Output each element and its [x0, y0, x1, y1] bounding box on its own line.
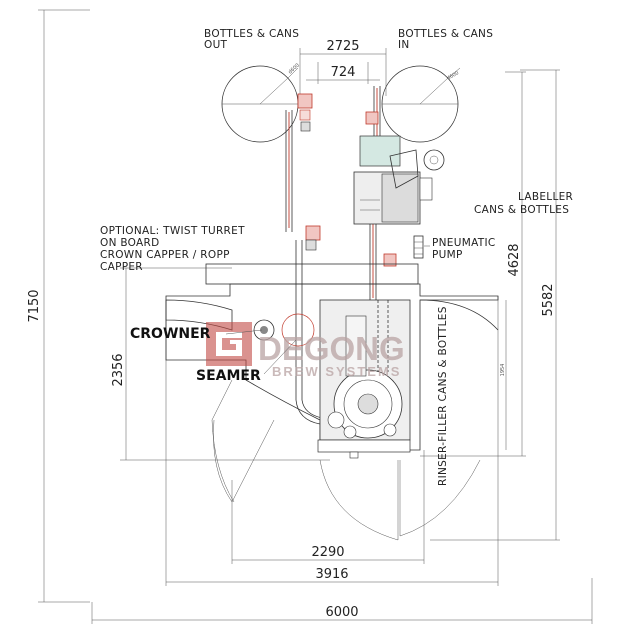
labeller-unit [353, 135, 445, 225]
turntable-in: d600 [381, 65, 461, 143]
label-pneumatic-1: PNEUMATIC [432, 237, 495, 249]
dim-5582: 5582 [541, 283, 556, 316]
dim-6000: 6000 [325, 605, 358, 620]
main-machine [165, 263, 499, 541]
turntable-out-tag: d600 [287, 63, 300, 76]
label-bottles-in-1: BOTTLES & CANS [398, 28, 493, 40]
pneumatic-pump [413, 235, 424, 259]
dim-1954: 1954 [500, 364, 506, 377]
dim-4628: 4628 [507, 243, 522, 276]
dim-724: 724 [331, 65, 356, 80]
dim-7150: 7150 [27, 289, 42, 322]
watermark-sub: BREW SYSTEMS [272, 364, 401, 379]
label-optional-4: CAPPER [100, 261, 143, 273]
label-bottles-out-1: BOTTLES & CANS [204, 28, 299, 40]
label-optional-1: OPTIONAL: TWIST TURRET [100, 225, 245, 237]
label-optional-3: CROWN CAPPER / ROPP [100, 249, 230, 261]
label-bottles-out-2: OUT [204, 39, 228, 51]
drive-units [297, 93, 397, 267]
brand-watermark: DEGONG BREW SYSTEMS [206, 322, 405, 379]
label-labeller-2: CANS & BOTTLES [474, 204, 569, 216]
label-optional-2: ON BOARD [100, 237, 160, 249]
dim-2725: 2725 [326, 39, 359, 54]
dim-2290: 2290 [311, 545, 344, 560]
watermark-logo-block [206, 322, 252, 366]
leader-crowner [225, 329, 263, 335]
watermark-brand: DEGONG [258, 330, 405, 367]
label-labeller-1: LABELLER [518, 191, 573, 203]
dimension-lines [38, 9, 593, 624]
dim-2356: 2356 [111, 353, 126, 386]
label-seamer: SEAMER [196, 368, 261, 384]
leader-seamer [263, 339, 297, 375]
dim-3916: 3916 [315, 567, 348, 582]
label-rinser-filler: RINSER-FILLER CANS & BOTTLES [437, 306, 449, 486]
turntable-in-tag: d600 [446, 70, 460, 82]
label-pneumatic-2: PUMP [432, 249, 463, 261]
label-bottles-in-2: IN [398, 39, 410, 51]
watermark-logo-glyph [216, 332, 242, 356]
label-crowner: CROWNER [130, 326, 211, 342]
